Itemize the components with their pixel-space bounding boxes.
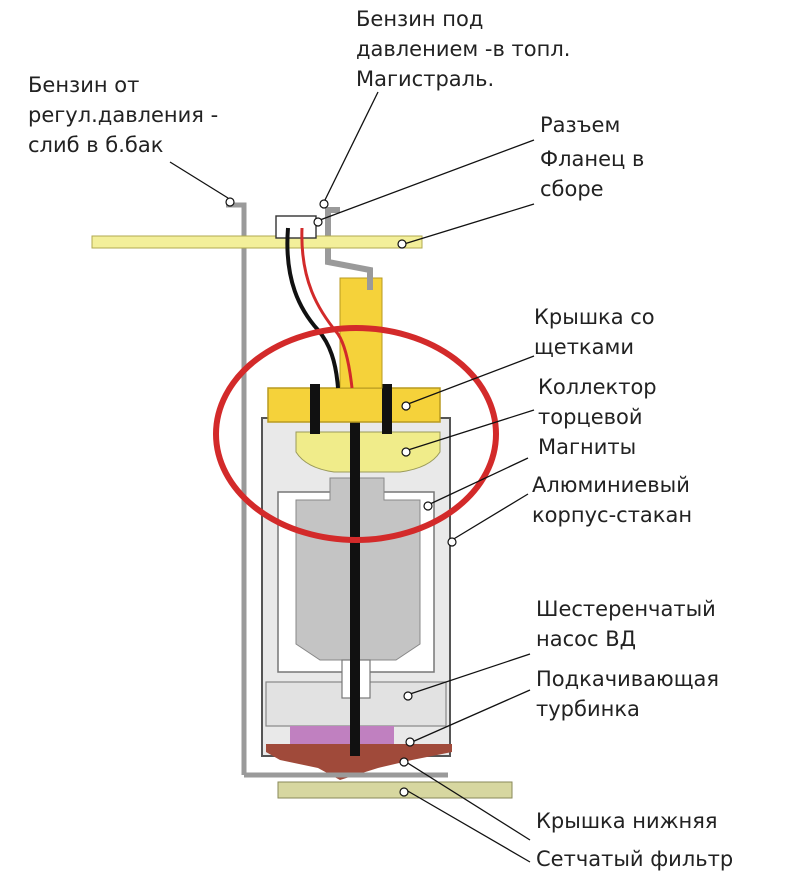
label-housing: Алюминиевый корпус-стакан [532, 473, 697, 527]
brush-cover [267, 387, 441, 423]
label-bottom-cover: Крышка нижняя [536, 809, 718, 833]
label-commutator: Коллектор торцевой [538, 375, 663, 429]
label-turbine: Подкачивающая турбинка [536, 667, 726, 721]
label-fuel-return: Бензин от регул.давления - слиб в б.бак [28, 73, 225, 157]
label-fuel-pressure: Бензин под давлением -в топл. Магистраль… [356, 7, 577, 91]
label-magnets: Магниты [538, 435, 636, 459]
label-mesh-filter: Сетчатый фильтр [536, 847, 733, 871]
electrical-connector [275, 215, 317, 239]
magnets [295, 431, 441, 473]
label-brush-cover: Крышка со щетками [534, 305, 661, 359]
label-flange: Фланец в сборе [540, 147, 651, 201]
brush-left [310, 384, 320, 434]
label-connector: Разъем [540, 113, 620, 137]
pressure-fuel-pipe [325, 207, 373, 290]
pump-gear [266, 744, 452, 780]
wire-black [285, 227, 340, 389]
leader-lines [169, 91, 535, 863]
flange-bar [91, 235, 423, 249]
outlet-tube [339, 277, 383, 389]
bottom-cover-plate [277, 781, 513, 799]
turbine-impeller [290, 726, 394, 744]
label-gear-pump: Шестеренчатый насос ВД [536, 597, 722, 651]
motor-shaft [350, 388, 360, 756]
brush-right [382, 384, 392, 434]
highlight-ring [213, 325, 499, 543]
